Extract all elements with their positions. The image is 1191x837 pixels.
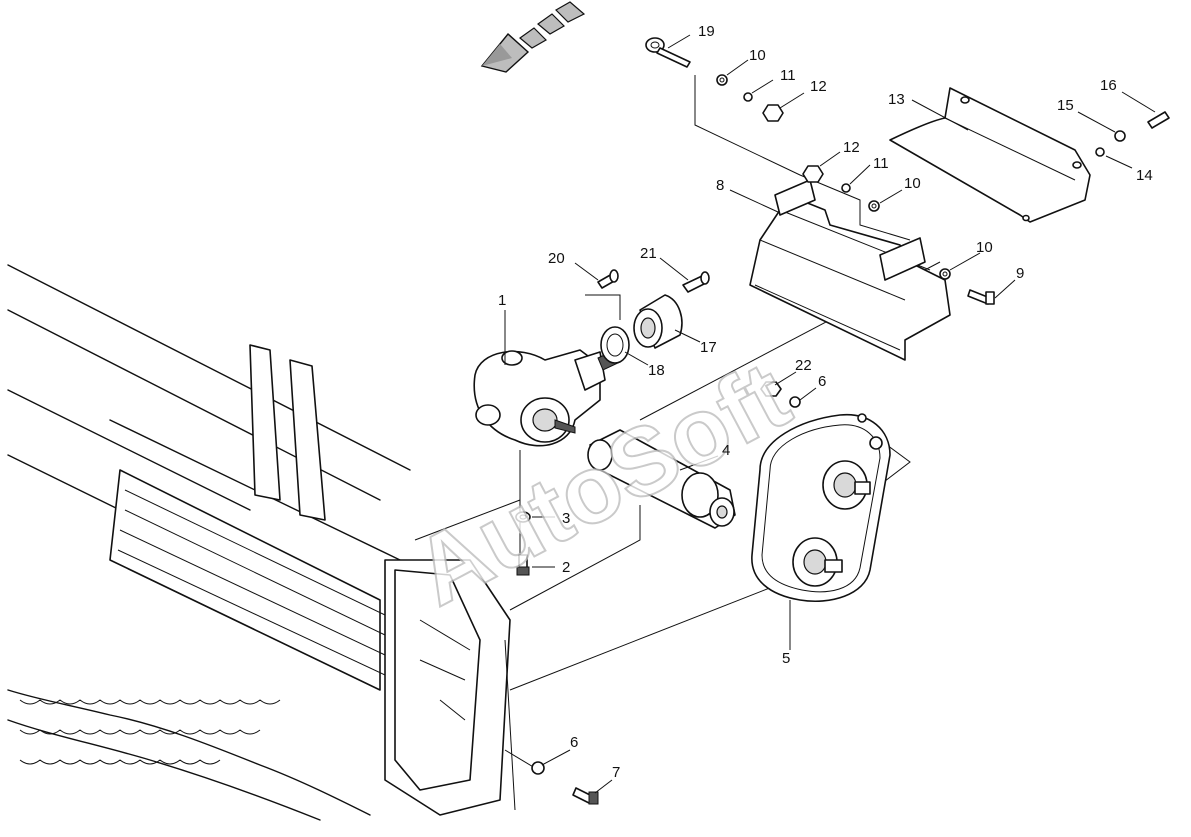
callout-14: 14	[1136, 167, 1153, 184]
callout-3: 3	[562, 510, 570, 527]
part-chain-case	[751, 413, 891, 602]
watermark: AutoSoft	[398, 342, 806, 627]
callout-11-mid: 11	[873, 155, 889, 172]
part-washer-3	[515, 511, 531, 523]
callout-10-right: 10	[976, 239, 993, 256]
callout-13: 13	[888, 91, 905, 108]
callout-10-mid: 10	[904, 175, 921, 192]
part-drive-shaft	[587, 429, 736, 529]
part-screw-20	[597, 269, 619, 289]
part-bolt-7	[572, 787, 599, 805]
part-hardware	[515, 37, 1170, 805]
part-screw-21	[682, 271, 710, 293]
callout-labels: 1 2 3 4 5 6 6 7 8 9 10 10 10 11 11 12 12…	[498, 23, 1153, 781]
callout-5: 5	[782, 650, 790, 667]
part-bolt-16	[1147, 111, 1170, 129]
part-seal	[600, 326, 630, 364]
leader-lines	[504, 34, 1156, 794]
callout-19: 19	[698, 23, 715, 40]
part-washer-6-lower	[531, 761, 545, 775]
part-washer-6-upper	[789, 396, 801, 408]
callout-15: 15	[1057, 97, 1074, 114]
part-nut-22	[760, 381, 782, 397]
part-nut-mid	[802, 165, 824, 183]
machine-frame	[7, 264, 516, 821]
part-bolt-9	[967, 289, 995, 305]
part-guard-bracket	[749, 179, 951, 361]
callout-12-top: 12	[810, 78, 827, 95]
direction-arrow-icon	[480, 1, 586, 73]
callout-4: 4	[722, 442, 730, 459]
callout-8: 8	[716, 177, 724, 194]
callout-22: 22	[795, 357, 812, 374]
callout-6-upper: 6	[818, 373, 826, 390]
callout-10-top: 10	[749, 47, 766, 64]
part-bolt-2	[516, 554, 530, 576]
callout-12-mid: 12	[843, 139, 860, 156]
part-nut-top	[762, 104, 784, 122]
part-washer-15	[1114, 130, 1126, 142]
callout-2: 2	[562, 559, 570, 576]
callout-17: 17	[700, 339, 717, 356]
callout-20: 20	[548, 250, 565, 267]
part-bushing	[633, 294, 683, 349]
part-washer-right	[939, 268, 951, 280]
part-lock-washer-top	[743, 92, 753, 102]
part-washer-14	[1095, 147, 1105, 157]
callout-1: 1	[498, 292, 506, 309]
callout-6-lower: 6	[570, 734, 578, 751]
callout-18: 18	[648, 362, 665, 379]
callout-21: 21	[640, 245, 657, 262]
part-cover-plate	[889, 87, 1091, 223]
part-washer-mid	[868, 200, 880, 212]
callout-7: 7	[612, 764, 620, 781]
callout-16: 16	[1100, 77, 1117, 94]
part-washer-top	[716, 74, 728, 86]
part-gearbox	[473, 349, 621, 447]
part-eye-bolt	[645, 37, 691, 68]
part-lock-washer-mid	[841, 183, 851, 193]
callout-9: 9	[1016, 265, 1024, 282]
callout-11-top: 11	[780, 67, 796, 84]
